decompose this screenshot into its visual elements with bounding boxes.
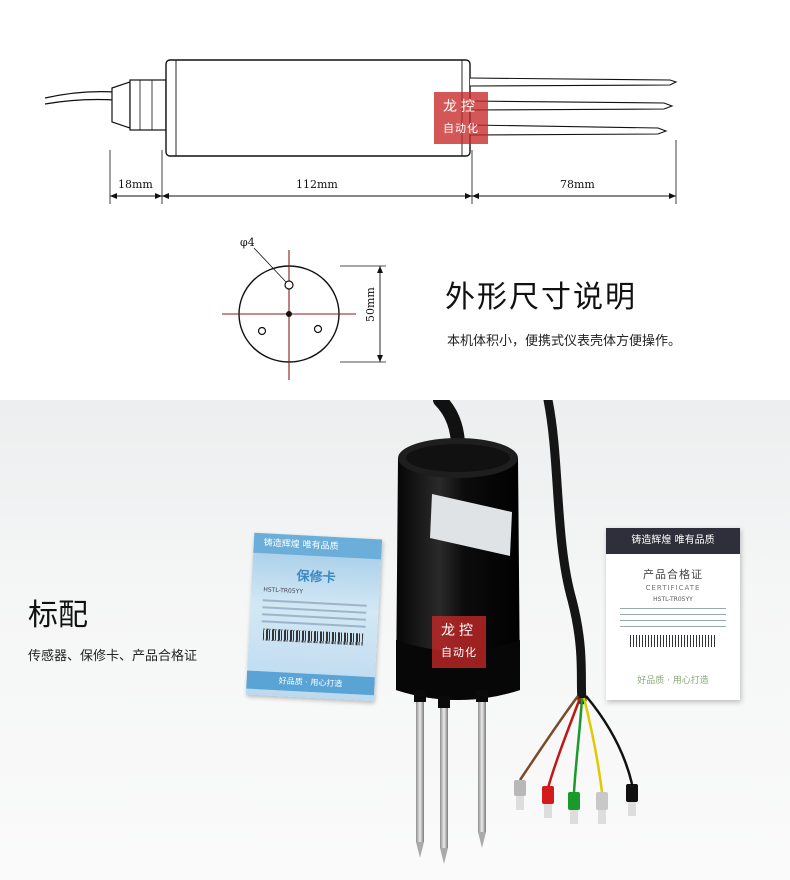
sensor-photo <box>396 400 638 864</box>
barcode-icon <box>630 635 716 647</box>
outline-section-title: 外形尺寸说明 <box>445 280 637 315</box>
side-view-drawing <box>44 59 678 380</box>
dimension-body-length: 112mm <box>296 178 338 191</box>
outline-dimension-section: 18mm 112mm 78mm φ4 50mm 龙控 自动化 外形尺寸说明 本机… <box>0 0 790 400</box>
outline-section-description: 本机体积小，便携式仪表壳体方便操作。 <box>447 334 682 349</box>
dimension-probe-length: 78mm <box>560 178 595 191</box>
dimension-pin-diameter: φ4 <box>240 236 255 249</box>
standard-section-title: 标配 <box>28 598 88 633</box>
watermark-logo: 龙控 自动化 <box>434 92 488 144</box>
dimension-cable-gland: 18mm <box>118 178 153 191</box>
standard-package-section: 铸造辉煌 唯有品质 保修卡 HSTL-TR05YY 好品质 · 用心打造 铸造辉… <box>0 400 790 880</box>
certificate-card: 铸造辉煌 唯有品质 产品合格证 CERTIFICATE HSTL-TR05YY … <box>606 528 740 700</box>
dimension-diameter: 50mm <box>364 287 377 322</box>
watermark-logo: 龙控 自动化 <box>432 616 486 668</box>
standard-section-description: 传感器、保修卡、产品合格证 <box>28 649 198 664</box>
front-view-drawing <box>222 247 386 380</box>
